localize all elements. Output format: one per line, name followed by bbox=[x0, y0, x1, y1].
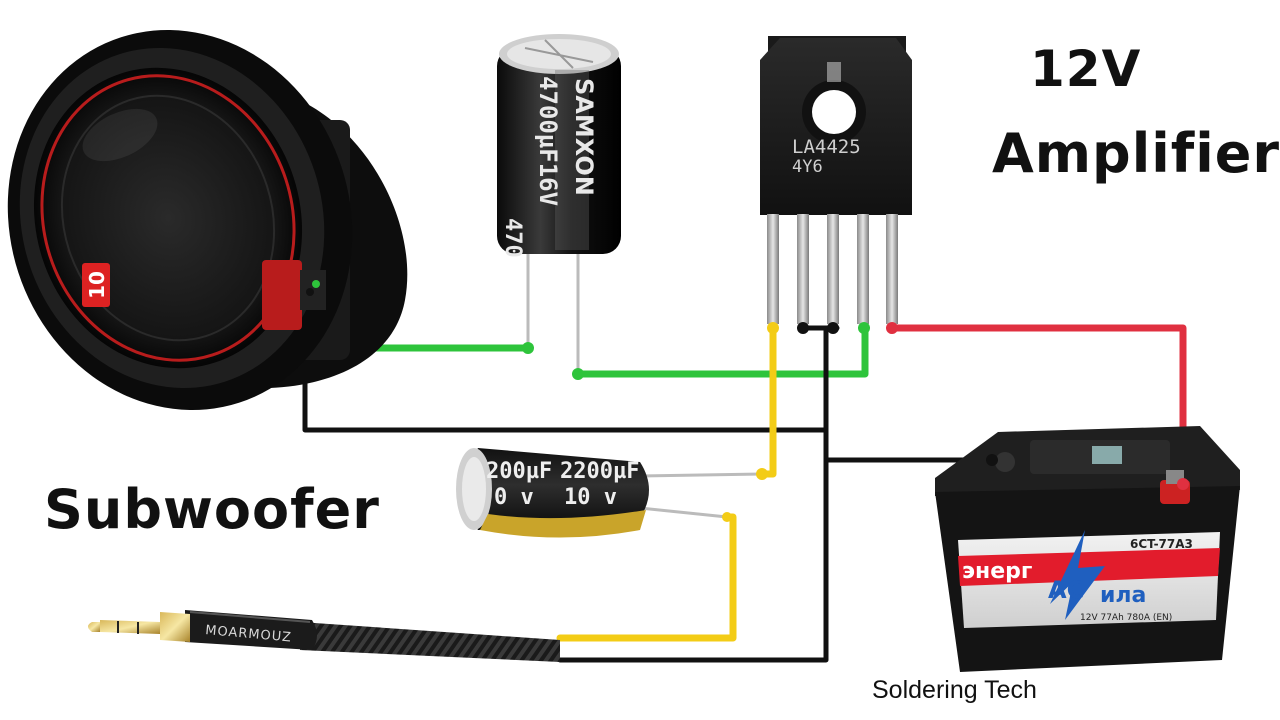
battery-brand-right: ила bbox=[1100, 583, 1146, 608]
speaker-badge-text: 10 bbox=[85, 271, 109, 299]
battery-brand-mid: АС bbox=[1048, 576, 1084, 604]
ic-pins bbox=[767, 214, 898, 324]
small-cap-partial-voltage: 0 v bbox=[494, 485, 534, 510]
yellow-wire-ic-to-cap bbox=[758, 324, 777, 478]
speaker-badge: 10 bbox=[82, 263, 110, 307]
wire-junctions bbox=[722, 512, 732, 522]
subwoofer-label: Subwoofer bbox=[44, 478, 380, 541]
small-cap-partial-rating: 200µF bbox=[486, 459, 552, 484]
ic-batch: 4Y6 bbox=[792, 157, 823, 177]
title-amplifier: Amplifier bbox=[992, 122, 1280, 185]
green-wire-cap-to-ic bbox=[574, 325, 869, 378]
ic-part-number: LA4425 bbox=[792, 136, 861, 158]
battery-specs: 12V 77Ah 780A (EN) bbox=[1080, 613, 1172, 623]
audio-jack-cable: MOARMOUZ bbox=[88, 610, 560, 662]
capacitor-rating-text: 4700µF16V bbox=[534, 76, 562, 206]
capacitor-brand-text: SAMXON bbox=[570, 78, 598, 196]
battery-brand-left: энерг bbox=[962, 559, 1032, 584]
title-12v: 12V bbox=[1030, 40, 1142, 98]
small-cap-rating: 2200µF bbox=[560, 459, 639, 484]
ic-la4425: LA4425 4Y6 bbox=[760, 36, 912, 334]
capacitor-4700uf: SAMXON 4700µF16V 470 bbox=[497, 34, 621, 380]
black-wire-ground-trunk bbox=[557, 325, 829, 663]
capacitor-partial-text: 470 bbox=[500, 218, 525, 258]
battery-model: 6CT-77A3 bbox=[1130, 537, 1193, 551]
small-cap-voltage: 10 v bbox=[564, 485, 617, 510]
car-battery: энерг АС ила 6CT-77A3 12V 77Ah 780A (EN) bbox=[935, 426, 1240, 672]
watermark-text: Soldering Tech bbox=[872, 676, 1037, 704]
subwoofer-speaker: 10 bbox=[7, 29, 408, 411]
capacitor-2200uf: 200µF 2200µF 0 v 10 v bbox=[456, 448, 768, 538]
